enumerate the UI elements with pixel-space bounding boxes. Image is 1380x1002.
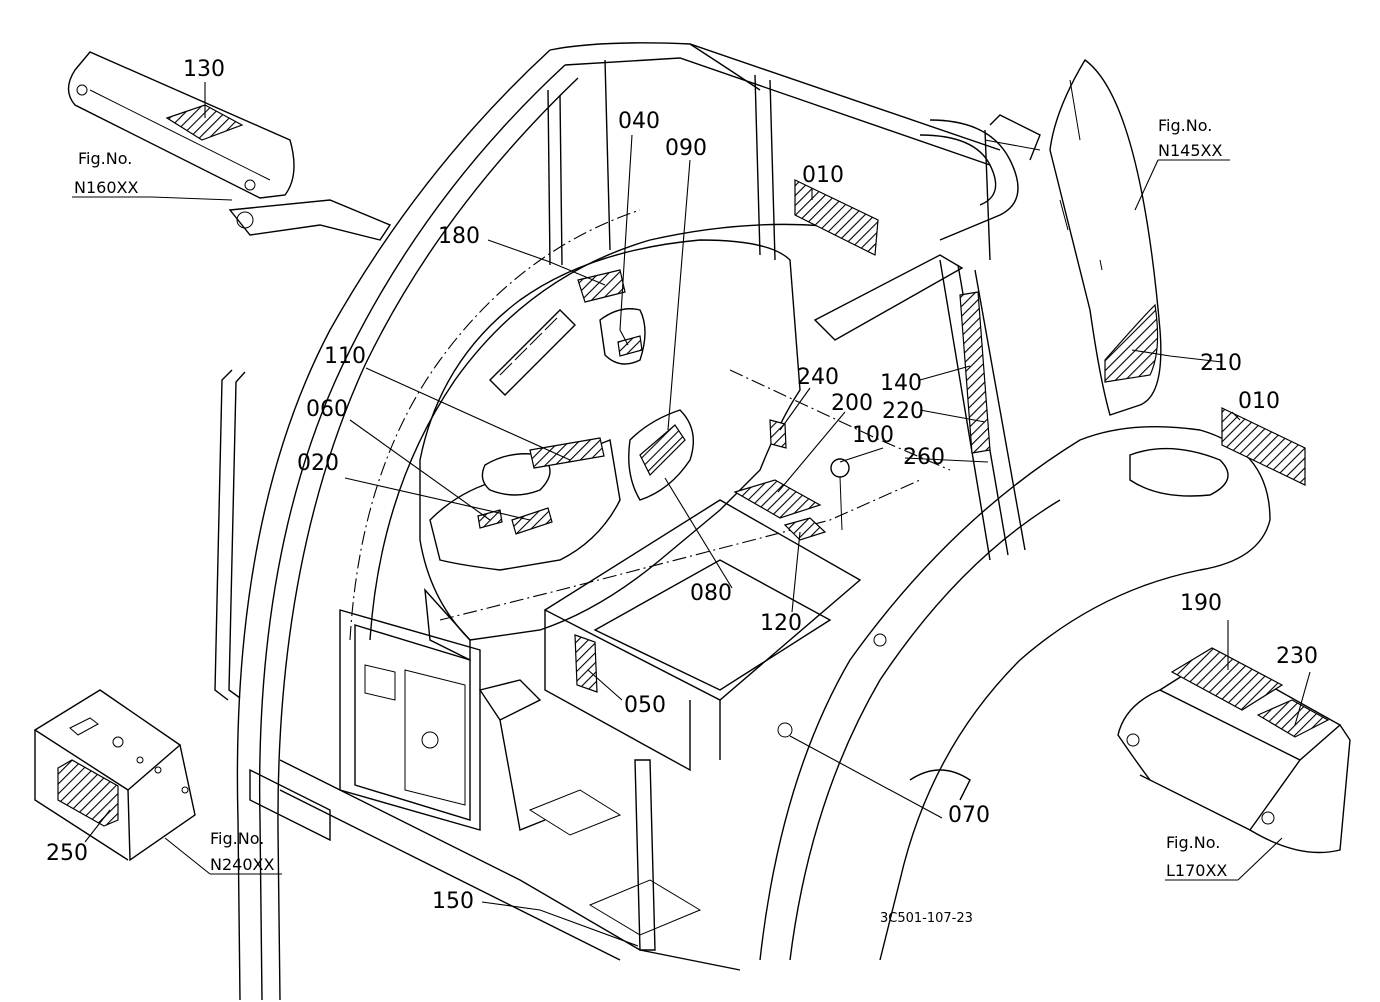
callout-140: 140 [880,371,922,396]
decal-200 [733,479,822,519]
callout-130: 130 [183,57,225,82]
decal-110 [529,437,605,469]
callout-100: 100 [852,423,894,448]
callout-190: 190 [1180,591,1222,616]
seat-base-and-floor [249,499,862,971]
callout-150: 150 [432,889,474,914]
callout-040: 040 [618,109,660,134]
decal-190 [1170,647,1284,711]
callout-110: 110 [324,344,366,369]
decal-010-cab [794,179,879,256]
callout-200: 200 [831,391,873,416]
callout-020: 020 [297,451,339,476]
callout-230: 210 [1200,351,1242,376]
rear-window [1049,58,1162,416]
decal-210 [1256,699,1330,738]
decals [57,104,1330,827]
callout-240: 240 [797,365,839,390]
fig-ref-prefix-n160xx: Fig.No. [78,149,132,168]
decal-010-loose [1221,407,1306,486]
callout-labels: 130 010 010 210 180 040 090 110 060 020 … [46,57,1318,914]
callout-060: 060 [306,397,348,422]
fig-ref-code-l170xx: L170XX [1166,861,1227,880]
callout-050: 050 [624,693,666,718]
callout-080: 080 [690,581,732,606]
dashboard [419,239,951,662]
left-bracket [33,689,196,862]
fig-ref-prefix-n145xx: Fig.No. [1158,116,1212,135]
callout-070: 070 [948,803,990,828]
fig-ref-leaders [72,159,1283,881]
decal-230 [1104,303,1159,383]
callout-260: 260 [903,445,945,470]
fig-ref-prefix-n240xx: Fig.No. [210,829,264,848]
fig-ref-code-n160xx: N160XX [74,178,138,197]
decal-250 [57,759,119,827]
sun-visor [67,51,295,199]
decal-020 [511,507,553,535]
decal-130 [165,104,244,141]
cab-frame [214,42,1041,1001]
callout-250: 250 [46,841,88,866]
callout-220: 220 [882,399,924,424]
callout-090: 090 [665,136,707,161]
fig-ref-prefix-l170xx: Fig.No. [1166,833,1220,852]
decal-180 [577,269,626,303]
callout-120: 120 [760,611,802,636]
decal-090 [639,424,686,477]
callout-010: 010 [802,163,844,188]
decal-140 [959,291,991,454]
callout-010-loose: 010 [1238,389,1280,414]
fig-references: Fig.No. N160XX Fig.No. N145XX Fig.No. N2… [74,116,1227,880]
callout-210: 230 [1276,644,1318,669]
figure-reference-code: 3C501-107-23 [880,911,973,926]
leader-lines [84,82,1311,947]
callout-180: 180 [438,224,480,249]
decal-050 [574,634,598,693]
decal-040 [617,335,643,357]
fig-ref-code-n240xx: N240XX [210,855,274,874]
decal-120 [783,517,827,541]
fig-ref-code-n145xx: N145XX [1158,141,1222,160]
